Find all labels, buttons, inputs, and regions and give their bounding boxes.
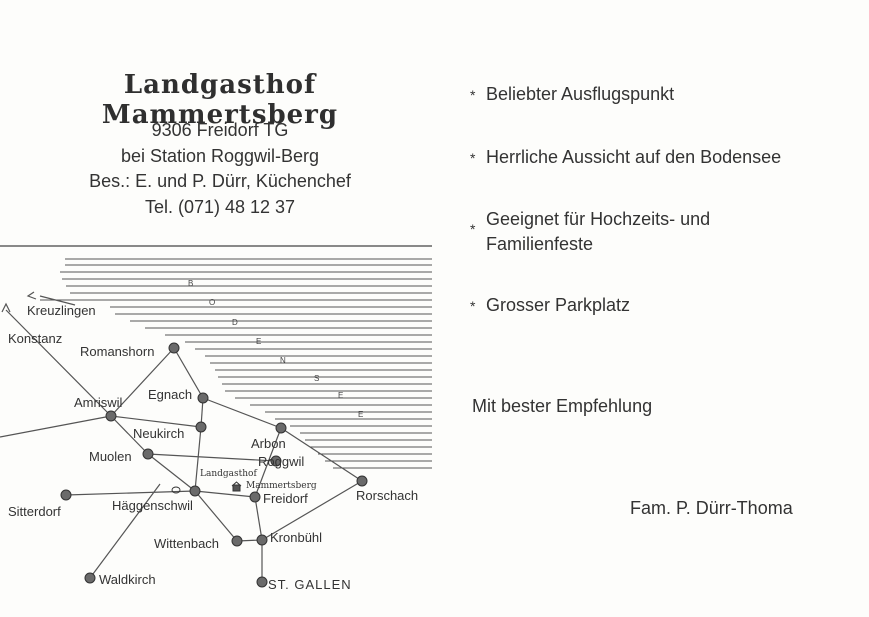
town-dot <box>256 576 268 588</box>
feature-item: * Herrliche Aussicht auf den Bodensee <box>470 145 781 171</box>
label-egnach: Egnach <box>148 387 192 402</box>
label-wittenbach: Wittenbach <box>154 536 219 551</box>
station-info: bei Station Roggwil-Berg <box>120 145 320 166</box>
postal-address: 9306 Freidorf TG <box>151 120 289 140</box>
feature-item: * Grosser Parkplatz <box>470 293 630 319</box>
town-dot <box>142 448 154 460</box>
label-kreuzlingen: Kreuzlingen <box>27 303 96 318</box>
feature-line: Familienfeste <box>486 234 594 254</box>
label-romanshorn: Romanshorn <box>80 344 154 359</box>
lake-letter: B <box>188 279 193 288</box>
place-labels: Kreuzlingen Konstanz Romanshorn Amriswil… <box>8 303 418 592</box>
feature-text: Herrliche Aussicht auf den Bodensee <box>486 147 782 167</box>
lake-letter: E <box>358 410 363 419</box>
town-dot <box>168 342 180 354</box>
roof-icon <box>231 481 242 487</box>
label-arbon: Arbon <box>251 436 286 451</box>
inn-name: Landgasthof Mammertsberg <box>101 70 339 130</box>
bullet-star: * <box>470 87 476 103</box>
recommendation: Mit bester Empfehlung <box>472 396 653 416</box>
town-dot <box>197 392 209 404</box>
lake-letter: S <box>314 374 319 383</box>
label-rorschach: Rorschach <box>356 488 418 503</box>
lake-letters: B O D E N S E E <box>188 279 363 419</box>
lake-letter: D <box>232 318 238 327</box>
bullet-star: * <box>470 150 476 166</box>
town-dot <box>356 475 368 487</box>
feature-text: Beliebter Ausflugspunkt <box>486 84 675 104</box>
label-inn-line2: Mammertsberg <box>246 481 317 491</box>
bullet-star: * <box>470 298 476 314</box>
label-haeggenschwil: Häggenschwil <box>112 498 193 513</box>
label-neukirch: Neukirch <box>133 426 184 441</box>
label-roggwil: Roggwil <box>258 454 304 469</box>
label-inn-line1: Landgasthof <box>200 469 257 479</box>
bullet-star: * <box>470 221 476 237</box>
feature-text: Grosser Parkplatz <box>486 295 631 315</box>
house-icon <box>232 484 241 492</box>
label-amriswil: Amriswil <box>74 395 122 410</box>
owners: Bes.: E. und P. Dürr, Küchenchef <box>89 171 351 191</box>
signature: Fam. P. Dürr-Thoma <box>630 498 793 518</box>
address-block: 9306 Freidorf TG bei Station Roggwil-Ber… <box>40 118 400 220</box>
lake-letter: O <box>209 298 215 307</box>
label-waldkirch: Waldkirch <box>99 572 156 587</box>
label-sitterdorf: Sitterdorf <box>8 504 61 519</box>
label-freidorf: Freidorf <box>263 491 308 506</box>
roads <box>0 295 363 582</box>
lake-letter: E <box>256 337 261 346</box>
feature-item: * Beliebter Ausflugspunkt <box>470 82 674 108</box>
phone-number: Tel. (071) 48 12 37 <box>144 196 296 217</box>
feature-line: Geeignet für Hochzeits- und <box>486 209 711 229</box>
town-dot <box>105 410 117 422</box>
town-dot <box>195 421 207 433</box>
town-dot <box>249 491 261 503</box>
town-dot <box>256 534 268 546</box>
arrow-icon <box>1 302 11 313</box>
lake-letter: E <box>338 391 343 400</box>
label-konstanz: Konstanz <box>8 331 62 346</box>
label-muolen: Muolen <box>89 449 132 464</box>
town-dot <box>275 422 287 434</box>
label-kronbuehl: Kronbühl <box>270 530 322 545</box>
direction-arrows <box>1 291 37 313</box>
lake-letter: N <box>280 356 286 365</box>
arrow-icon <box>26 291 37 300</box>
label-st-gallen: ST. GALLEN <box>268 577 352 592</box>
town-dot <box>84 572 96 584</box>
station-icon <box>171 486 181 494</box>
town-dots <box>60 342 368 588</box>
inn-symbol <box>171 481 242 494</box>
town-dot <box>270 455 282 467</box>
town-dot <box>231 535 243 547</box>
lake-hatching <box>40 258 432 469</box>
town-dot <box>189 485 201 497</box>
town-dot <box>60 489 72 501</box>
